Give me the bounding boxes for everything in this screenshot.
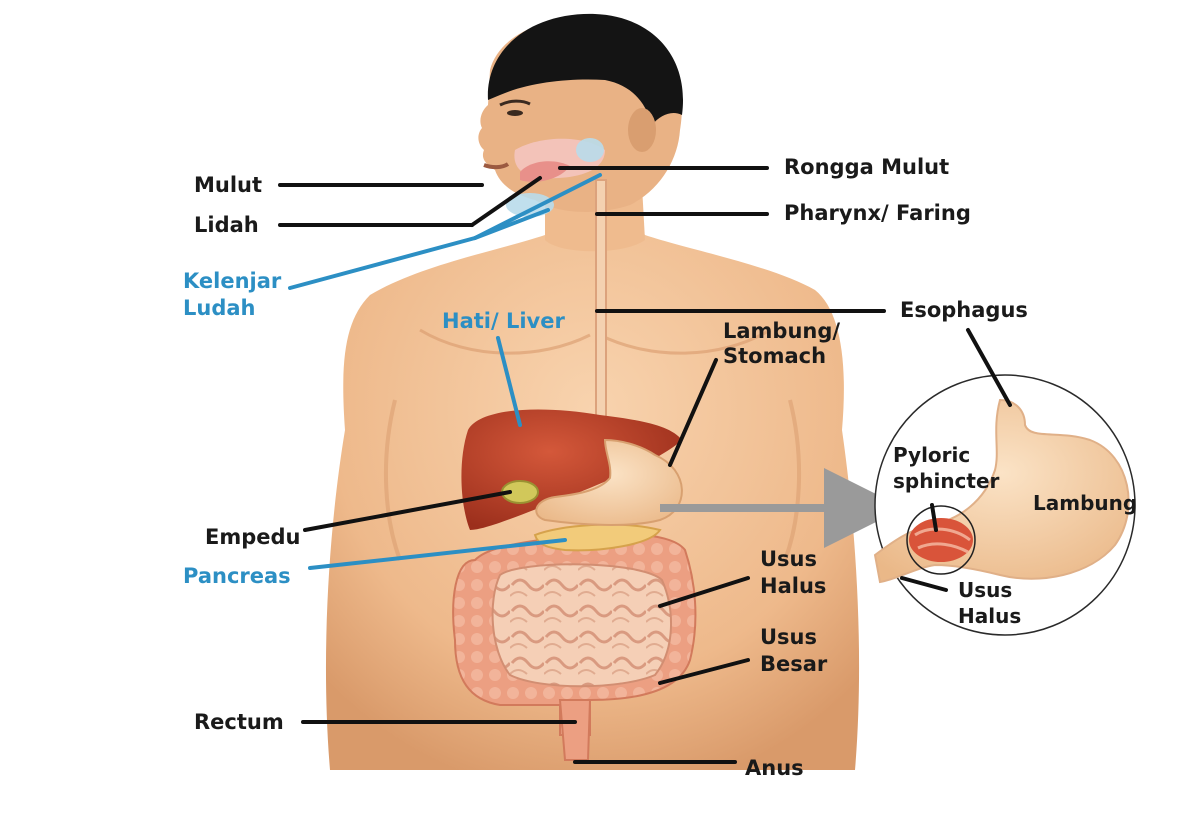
label-inset-usus-line2: Halus bbox=[958, 603, 1021, 630]
label-usus-halus-line2: Halus bbox=[760, 573, 826, 600]
label-mulut: Mulut bbox=[194, 172, 262, 199]
label-rongga-mulut: Rongga Mulut bbox=[784, 154, 949, 181]
label-usus-besar-line2: Besar bbox=[760, 651, 827, 678]
label-kelenjar-ludah-line2: Ludah bbox=[183, 295, 256, 322]
label-inset-pyloric-line2: sphincter bbox=[893, 468, 999, 495]
label-pancreas: Pancreas bbox=[183, 563, 291, 590]
label-inset-pyloric-line1: Pyloric bbox=[893, 442, 970, 469]
label-kelenjar-ludah-line1: Kelenjar bbox=[183, 268, 281, 295]
label-lidah: Lidah bbox=[194, 212, 259, 239]
label-pharynx: Pharynx/ Faring bbox=[784, 200, 971, 227]
label-inset-lambung: Lambung bbox=[1033, 490, 1137, 517]
label-hati-liver: Hati/ Liver bbox=[442, 308, 565, 335]
label-lambung-stomach-line1: Lambung/ bbox=[723, 318, 840, 345]
label-usus-besar-line1: Usus bbox=[760, 624, 817, 651]
label-rectum: Rectum bbox=[194, 709, 284, 736]
label-inset-usus-line1: Usus bbox=[958, 577, 1012, 604]
label-lambung-stomach-line2: Stomach bbox=[723, 343, 826, 370]
pyloric-sphincter bbox=[909, 518, 973, 562]
label-empedu: Empedu bbox=[205, 524, 300, 551]
small-intestine bbox=[493, 564, 671, 686]
label-anus: Anus bbox=[745, 755, 804, 782]
label-esophagus: Esophagus bbox=[900, 297, 1028, 324]
rectum bbox=[560, 700, 590, 760]
label-usus-halus-line1: Usus bbox=[760, 546, 817, 573]
